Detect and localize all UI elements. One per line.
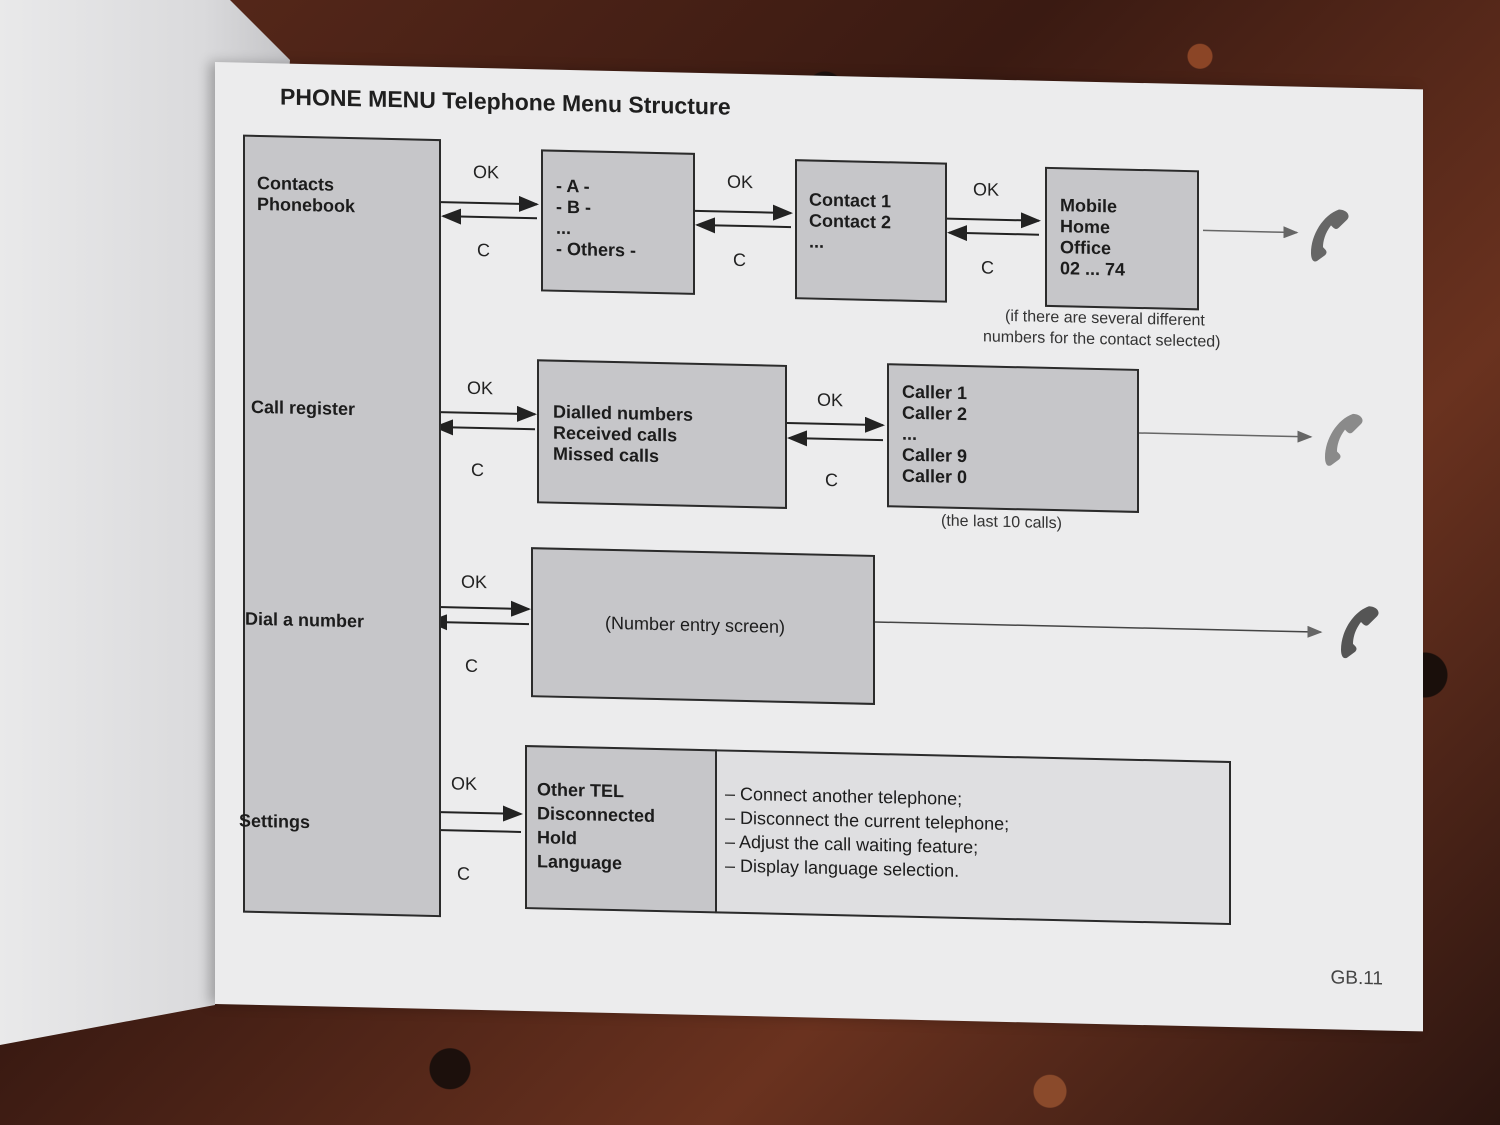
call-types-box: Dialled numbers Received calls Missed ca… <box>537 359 787 509</box>
c-label-4: C <box>471 459 484 481</box>
menu-contacts-line1: Contacts <box>257 172 335 195</box>
numbers-box: Mobile Home Office 02 ... 74 <box>1045 166 1199 311</box>
phone-handset-icon <box>1325 413 1363 466</box>
main-menu-column: Contacts Phonebook Call register Dial a … <box>239 134 441 918</box>
letters-item: - B - <box>556 196 591 218</box>
c-label-1: C <box>477 239 490 261</box>
letters-box: - A - - B - ... - Others - <box>541 149 695 295</box>
c-label-2: C <box>733 249 746 271</box>
number-entry-text: (Number entry screen) <box>605 612 786 637</box>
ok-label-3: OK <box>973 179 1000 200</box>
c-label-7: C <box>457 863 470 884</box>
number-entry-box: (Number entry screen) <box>531 547 875 705</box>
c-label-3: C <box>981 257 994 278</box>
ok-label-5: OK <box>817 389 844 411</box>
contact-item: ... <box>809 231 825 252</box>
ok-label-1: OK <box>473 161 500 183</box>
contact-item: Contact 2 <box>809 210 892 233</box>
number-item: 02 ... 74 <box>1060 258 1126 280</box>
ok-label-7: OK <box>451 773 478 794</box>
letters-item: - Others - <box>556 238 637 261</box>
menu-contacts-line2: Phonebook <box>257 193 355 217</box>
ok-label-2: OK <box>727 171 754 193</box>
ok-label-4: OK <box>467 377 494 399</box>
settings-options-box: Other TEL Disconnected Hold Language <box>525 745 717 914</box>
callers-box: Caller 1 Caller 2 ... Caller 9 Caller 0 <box>887 363 1139 513</box>
settings-descriptions-box: – Connect another telephone; – Disconnec… <box>715 749 1231 926</box>
page-number: GB.11 <box>1330 967 1383 990</box>
c-label-6: C <box>465 655 478 676</box>
call-type-item: Missed calls <box>553 443 660 467</box>
callers-note: (the last 10 calls) <box>941 512 1062 533</box>
settings-item: Language <box>537 851 623 874</box>
contact-item: Contact 1 <box>809 189 892 212</box>
menu-call-register: Call register <box>251 396 356 420</box>
ok-label-6: OK <box>461 571 488 593</box>
caller-item: Caller 0 <box>902 465 968 488</box>
manual-page: PHONE MENU Telephone Menu Structure <box>215 62 1423 1032</box>
menu-dial-number: Dial a number <box>245 608 365 632</box>
phone-handset-icon <box>1341 606 1379 659</box>
contacts-box: Contact 1 Contact 2 ... <box>795 159 947 303</box>
phone-handset-icon <box>1311 209 1349 262</box>
c-label-5: C <box>825 469 838 491</box>
menu-settings: Settings <box>239 810 311 833</box>
